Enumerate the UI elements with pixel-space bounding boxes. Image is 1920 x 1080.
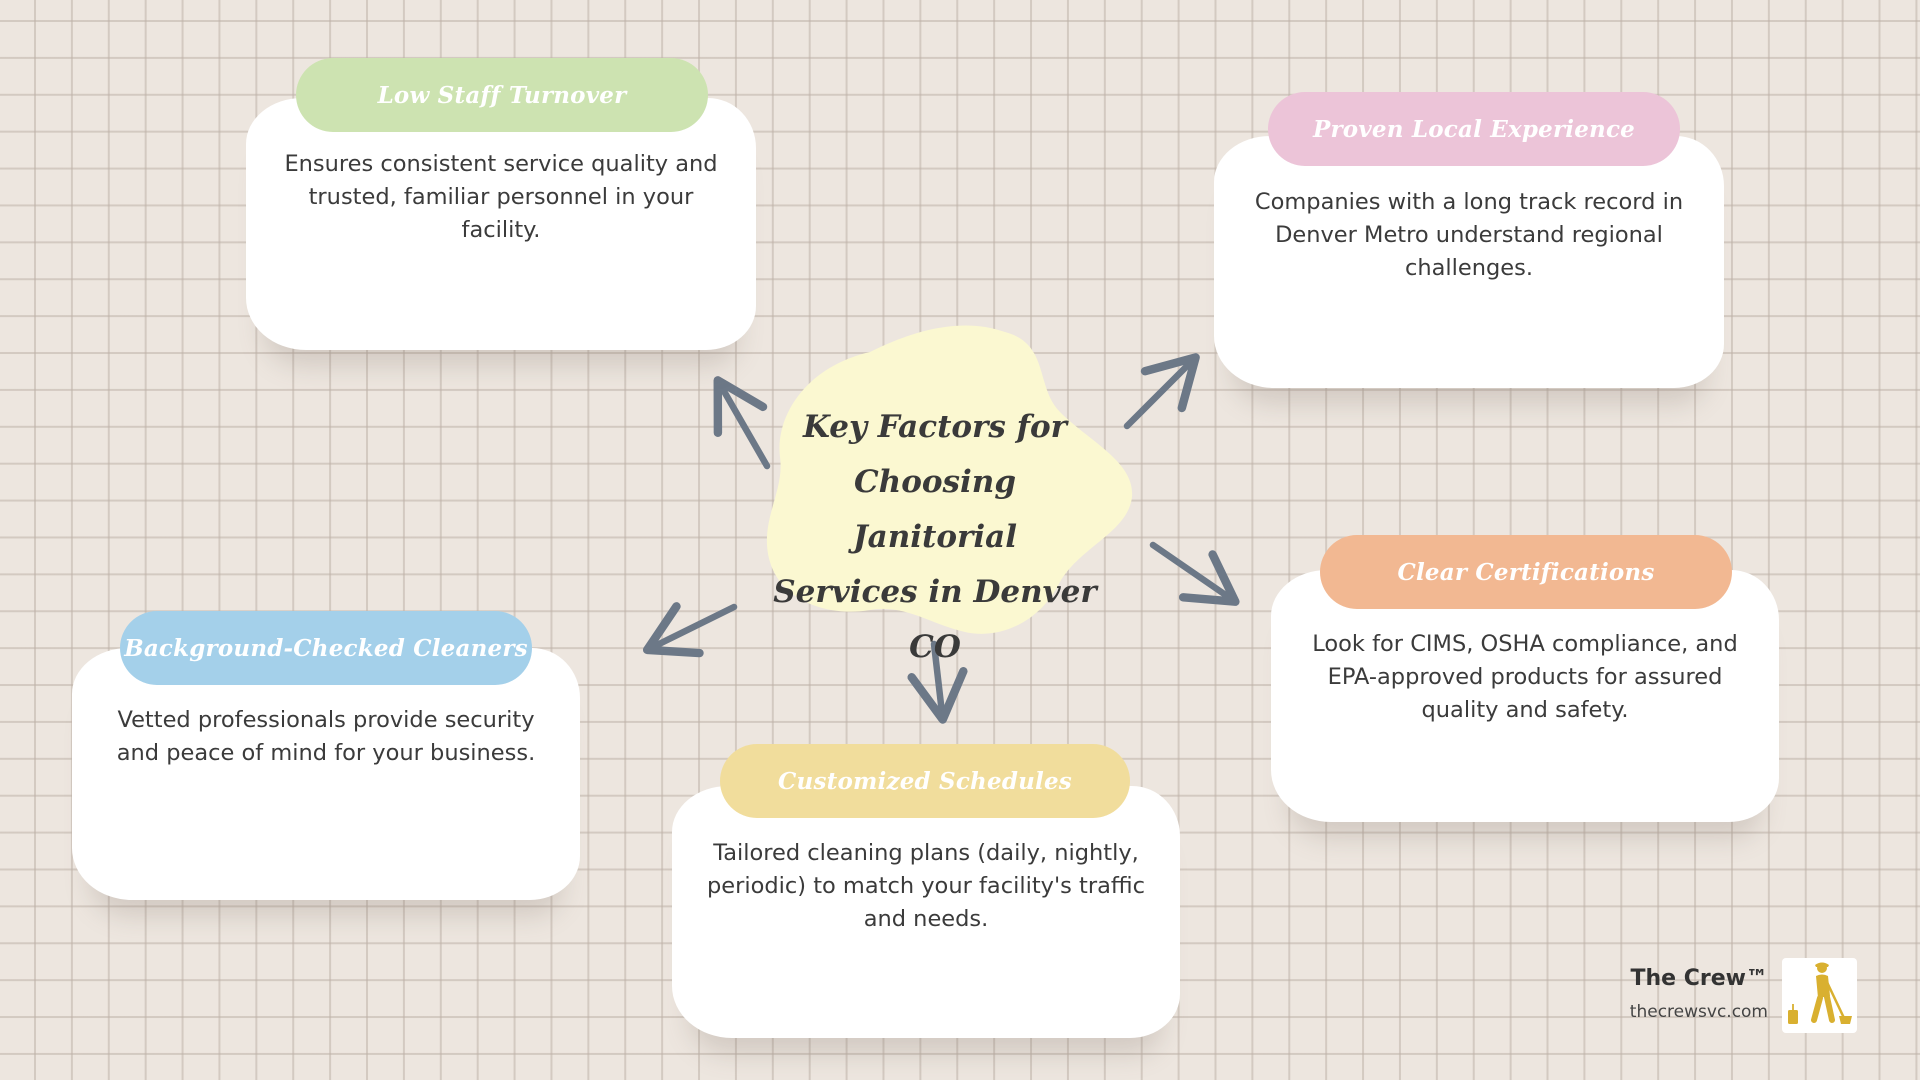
janitor-sweeping-icon — [1788, 962, 1852, 1024]
description-line: Ensures consistent service quality and — [284, 151, 718, 177]
description-line: Denver Metro understand regional — [1275, 222, 1663, 248]
description-line: EPA-approved products for assured — [1327, 664, 1723, 690]
card-description: Tailored cleaning plans (daily, nightly,… — [702, 837, 1150, 936]
card-description: Ensures consistent service quality and t… — [276, 148, 726, 247]
brand-url: thecrewsvc.com — [1629, 1002, 1768, 1022]
brand-name: The Crew™ — [1630, 966, 1769, 991]
card-description: Look for CIMS, OSHA compliance, and EPA-… — [1301, 628, 1749, 727]
arrow-to-experience — [1123, 353, 1200, 430]
arrow-to-background — [642, 602, 738, 658]
card-proven-local-experience: Companies with a long track record in De… — [1214, 136, 1724, 388]
card-clear-certifications: Look for CIMS, OSHA compliance, and EPA-… — [1271, 570, 1779, 822]
description-line: Tailored cleaning plans (daily, nightly, — [713, 840, 1139, 866]
description-line: periodic) to match your facility's traff… — [706, 873, 1146, 899]
label-low-staff-turnover: Low Staff Turnover — [296, 58, 708, 132]
arrow-to-certs — [1149, 541, 1240, 606]
center-blob-shape — [766, 325, 1133, 634]
label-proven-local-experience: Proven Local Experience — [1268, 92, 1680, 166]
description-line: trusted, familiar personnel in your faci… — [308, 184, 694, 243]
center-title: Key Factors for Choosing Janitorial Serv… — [770, 400, 1100, 675]
arrow-to-schedules — [907, 640, 968, 724]
description-line: Vetted professionals provide security — [117, 707, 535, 733]
card-description: Companies with a long track record in De… — [1244, 186, 1694, 285]
card-customized-schedules: Tailored cleaning plans (daily, nightly,… — [672, 786, 1180, 1038]
description-line: Companies with a long track record in — [1254, 189, 1684, 215]
card-low-staff-turnover: Ensures consistent service quality and t… — [246, 98, 756, 350]
center-blob — [766, 325, 1133, 634]
card-description: Vetted professionals provide security an… — [102, 704, 550, 770]
center-title-line: Choosing Janitorial — [852, 464, 1018, 555]
description-line: challenges. — [1404, 255, 1534, 281]
label-clear-certifications: Clear Certifications — [1320, 535, 1732, 609]
description-line: and peace of mind for your business. — [116, 740, 536, 766]
description-line: and needs. — [863, 906, 989, 932]
center-title-line: Services in Denver CO — [773, 574, 1097, 665]
center-title-line: Key Factors for — [803, 409, 1067, 445]
card-background-checked-cleaners: Vetted professionals provide security an… — [72, 648, 580, 900]
description-line: Look for CIMS, OSHA compliance, and — [1312, 631, 1738, 657]
arrow-to-staff — [713, 376, 771, 470]
label-customized-schedules: Customized Schedules — [720, 744, 1130, 818]
label-background-checked-cleaners: Background-Checked Cleaners — [120, 611, 532, 685]
brand-logo — [1782, 958, 1857, 1033]
description-line: quality and safety. — [1421, 697, 1629, 723]
